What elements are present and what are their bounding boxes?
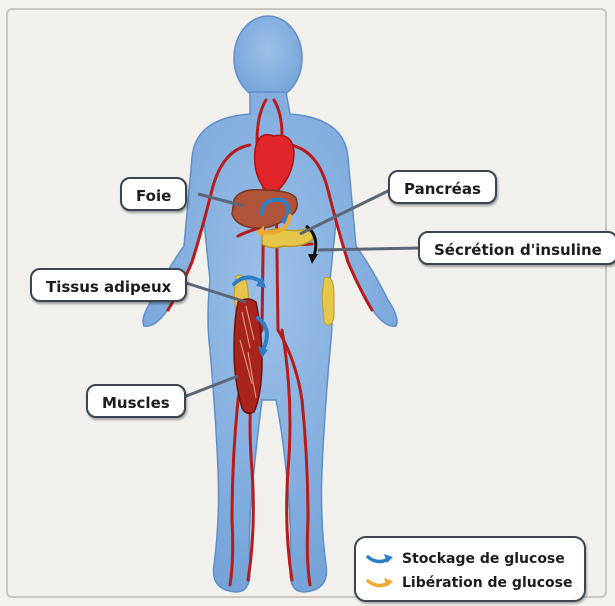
legend-release-label: Libération de glucose bbox=[402, 575, 572, 591]
label-muscles: Muscles bbox=[86, 384, 186, 418]
label-tissus-adipeux: Tissus adipeux bbox=[30, 268, 187, 302]
head bbox=[234, 16, 302, 100]
legend-storage-label: Stockage de glucose bbox=[402, 551, 565, 567]
adipose-tissue-right bbox=[322, 277, 334, 325]
storage-arrow-icon bbox=[366, 551, 394, 567]
human-body bbox=[143, 16, 397, 592]
legend: Stockage de glucose Libération de glucos… bbox=[354, 536, 586, 602]
label-pancreas: Pancréas bbox=[388, 170, 497, 204]
label-secretion-insuline: Sécrétion d'insuline bbox=[418, 231, 615, 265]
release-arrow-icon bbox=[366, 575, 394, 591]
label-foie: Foie bbox=[120, 177, 187, 211]
legend-release: Libération de glucose bbox=[366, 572, 572, 594]
legend-storage: Stockage de glucose bbox=[366, 548, 565, 570]
